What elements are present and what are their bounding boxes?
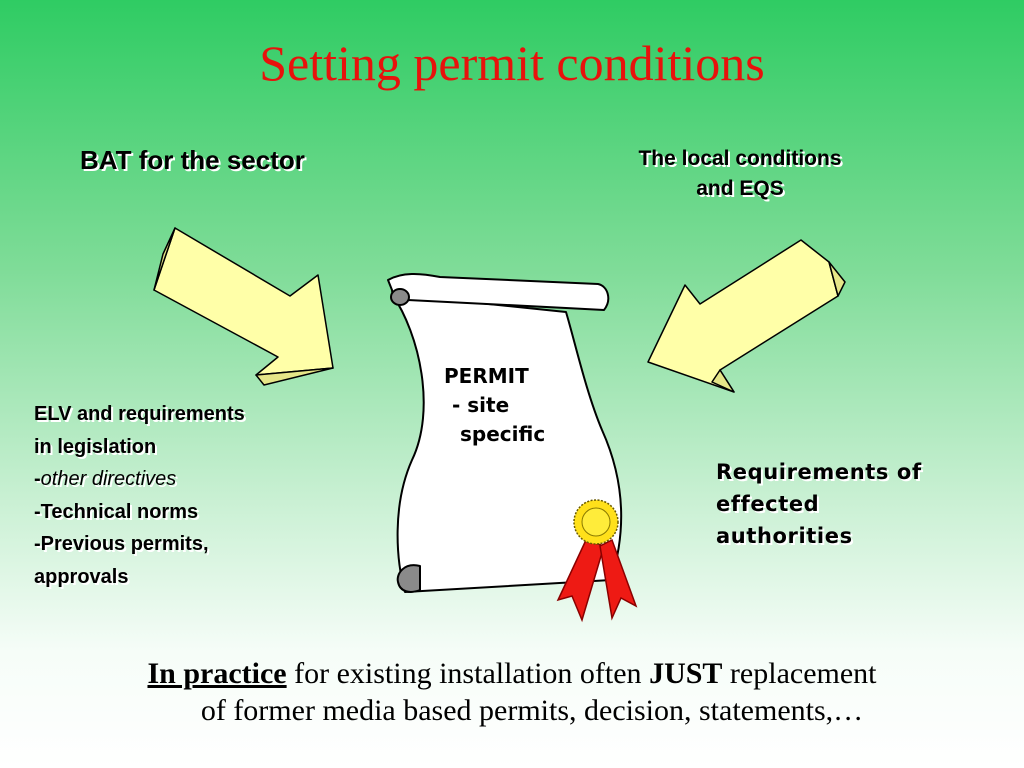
arrow-right-icon [647,239,846,393]
elv-item-directives: -other directives [34,463,245,496]
permit-label: PERMIT - site specific [444,362,545,449]
elv-item-permits: -Previous permits, [34,528,245,561]
permit-line1: PERMIT [444,364,529,388]
elv-item-norms-dash: - [34,500,41,523]
authorities-requirements: Requirements of effected authorities [716,456,1016,552]
footer-part1: for existing installation often [286,657,650,690]
footer-line2: of former media based permits, decision,… [200,694,864,727]
seal-ribbon-right [599,538,638,621]
elv-item-norms-text: Technical norms [40,500,199,523]
footer-line1: In practice for existing installation of… [20,655,1004,692]
scroll-icon [387,273,623,593]
arrow-right-body [647,239,839,393]
footer-note: In practice for existing installation of… [20,655,1004,729]
permit-line2: - site [452,393,510,417]
footer-emphasis: JUST [649,657,723,690]
scroll-top-curl [390,288,410,306]
footer-lead: In practice [147,657,287,690]
local-conditions-line2: and EQS [696,177,784,200]
elv-item-permits-text: Previous permits, [40,533,209,555]
slide-title: Setting permit conditions [259,35,765,91]
local-conditions-label: The local conditions and EQS [590,144,890,204]
elv-item-directives-text: other directives [40,468,177,490]
elv-list: ELV and requirements in legislation -oth… [34,398,245,593]
authorities-line2: effected [716,492,820,516]
authorities-line1: Requirements of [716,460,922,484]
authorities-line3: authorities [716,524,853,548]
arrow-left-icon [153,227,334,386]
elv-line2: in legislation [34,435,157,458]
arrow-left-body [153,227,334,376]
elv-line1: ELV and requirements [34,403,245,425]
arrow-right-side [828,261,846,297]
seal-inner [581,507,611,537]
arrow-left-side [153,227,176,291]
seal-icon [556,499,638,623]
arrow-left-side-lower [255,367,334,386]
elv-item-directives-dash: - [34,468,41,490]
elv-item-approvals: approvals [34,565,129,588]
scroll-bottom-curl [396,564,421,593]
arrow-right-side-lower [711,369,735,393]
local-conditions-line1: The local conditions [638,147,842,170]
bat-label: BAT for the sector [80,145,305,175]
footer-part2: replacement [722,657,877,690]
elv-item-permits-dash: - [34,533,41,555]
scroll-body [391,293,623,593]
elv-item-norms: -Technical norms [34,496,245,529]
permit-line3: specific [460,422,546,446]
